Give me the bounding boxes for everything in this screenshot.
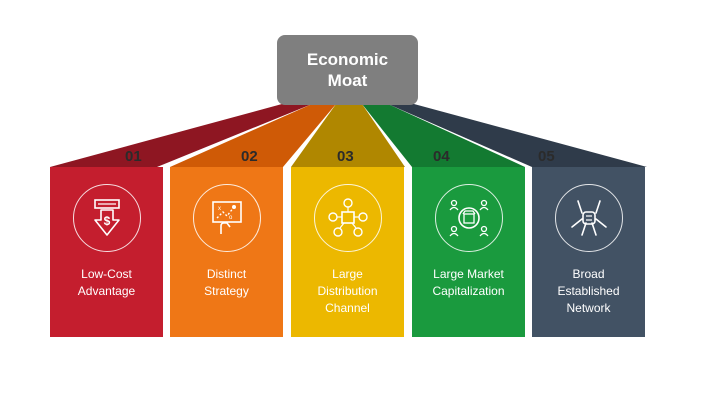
roof-segment-03 (291, 104, 405, 167)
label-line: Channel (325, 301, 370, 315)
item-number-01: 01 (125, 148, 142, 165)
strategy-board-icon: x o (192, 184, 261, 252)
label-line: Strategy (204, 284, 249, 298)
distribution-network-icon (313, 184, 382, 252)
svg-text:$: $ (103, 214, 110, 228)
label-line: Capitalization (432, 284, 505, 298)
item-number-04: 04 (433, 148, 450, 165)
roof-segment-01 (50, 104, 312, 167)
market-store-icon (434, 184, 503, 252)
label-line: Low-Cost (81, 267, 132, 281)
pillar-low-cost-advantage: $ Low-Cost Advantage (50, 167, 163, 337)
pillar-large-distribution-channel: Large Distribution Channel (291, 167, 404, 337)
svg-text:o: o (229, 215, 233, 221)
label-line: Network (566, 301, 611, 315)
title-line-1: Economic (306, 50, 389, 69)
title-box: Economic Moat (277, 35, 418, 105)
label-line: Broad (572, 267, 605, 281)
label-line: Distribution (317, 284, 378, 298)
pillar-distinct-strategy: x o Distinct Strategy (170, 167, 283, 337)
roof-segment-02 (170, 104, 336, 167)
label-line: Advantage (77, 284, 136, 298)
pillar-label: Distinct Strategy (204, 266, 249, 300)
label-line: Distinct (206, 267, 247, 281)
pillar-label: Large Market Capitalization (432, 266, 504, 300)
handshake-network-icon (554, 184, 623, 252)
label-line: Established (557, 284, 620, 298)
pillar-label: Low-Cost Advantage (78, 266, 135, 300)
pillar-broad-established-network: Broad Established Network (532, 167, 645, 337)
pillar-label: Broad Established Network (557, 266, 619, 317)
roof-segment-05 (388, 104, 647, 167)
label-line: Large (332, 267, 363, 281)
title-line-2: Moat (327, 71, 368, 90)
pillar-label: Large Distribution Channel (317, 266, 377, 317)
pillar-large-market-capitalization: Large Market Capitalization (412, 167, 525, 337)
item-number-03: 03 (337, 148, 354, 165)
svg-text:x: x (218, 206, 221, 212)
label-line: Large Market (433, 267, 504, 281)
item-number-05: 05 (538, 148, 555, 165)
roof-segment-04 (362, 104, 525, 167)
item-number-02: 02 (241, 148, 258, 165)
dollar-down-icon: $ (72, 184, 141, 252)
